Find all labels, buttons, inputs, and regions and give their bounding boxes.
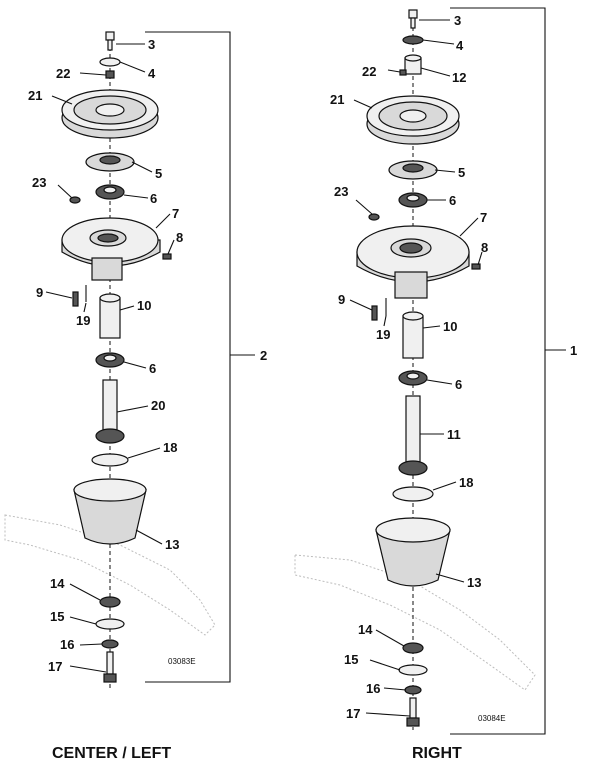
right-callout-10: 10: [443, 319, 457, 334]
right-callout-15: 15: [344, 652, 358, 667]
right-callout-4: 4: [456, 38, 464, 53]
right-part-11-shaft: [398, 395, 428, 476]
right-drawing-code: 03084E: [478, 714, 506, 723]
right-part-8: [471, 263, 481, 270]
left-blade-outline: [4, 514, 216, 636]
left-callout-18: 18: [163, 440, 177, 455]
right-callout-17: 17: [346, 706, 360, 721]
left-callout-3: 3: [148, 37, 155, 52]
right-callout-21: 21: [330, 92, 344, 107]
left-drawing-code: 03083E: [168, 657, 196, 666]
left-callout-13: 13: [165, 537, 179, 552]
left-callout-19: 19: [76, 313, 90, 328]
left-callout-14: 14: [50, 576, 65, 591]
left-callout-10: 10: [137, 298, 151, 313]
left-part-8: [162, 253, 172, 260]
left-callout-4: 4: [148, 66, 156, 81]
left-assembly-number: 2: [260, 348, 267, 363]
right-part-22: [399, 69, 407, 76]
right-assembly: 3 4 22 12 21 5 23 6 7 8 9 19 10 6 11 18 …: [330, 7, 577, 762]
right-part-5-hub: [388, 160, 438, 180]
left-title: CENTER / LEFT: [52, 745, 171, 762]
right-part-12: [404, 54, 422, 75]
left-part-6-bearing-lower: [95, 352, 125, 368]
left-part-16: [101, 639, 119, 649]
left-callout-7: 7: [172, 206, 179, 221]
left-callout-8: 8: [176, 230, 183, 245]
left-part-17-bolt: [103, 651, 117, 683]
left-part-5-hub: [85, 152, 135, 172]
right-assembly-number: 1: [570, 343, 577, 358]
left-part-3-bolt: [105, 31, 115, 51]
left-callout-23: 23: [32, 175, 46, 190]
right-callout-11: 11: [447, 427, 461, 442]
left-assembly: 3 4 22 21 5 23 6 7 8 9 19 10 6 20 18 13 …: [28, 31, 267, 762]
right-callout-3: 3: [454, 13, 461, 28]
left-callout-6: 6: [150, 191, 157, 206]
left-part-4-washer: [99, 57, 121, 67]
left-callout-5: 5: [155, 166, 162, 181]
left-callout-16: 16: [60, 637, 74, 652]
right-part-9: [371, 305, 378, 321]
right-part-7-housing: [356, 225, 470, 299]
right-callout-8: 8: [481, 240, 488, 255]
left-callout-21: 21: [28, 88, 42, 103]
left-assembly-bracket: [145, 31, 231, 683]
left-callout-9: 9: [36, 285, 43, 300]
right-callout-6-lower: 6: [455, 377, 462, 392]
left-callout-6-lower: 6: [149, 361, 156, 376]
right-part-17-bolt: [406, 697, 420, 727]
right-part-21-pulley: [366, 95, 460, 145]
right-part-16: [404, 685, 422, 695]
right-part-10-spacer: [402, 311, 424, 359]
right-callout-6: 6: [449, 193, 456, 208]
right-callout-12: 12: [452, 70, 466, 85]
left-part-6-bearing-upper: [95, 184, 125, 200]
right-part-15: [398, 664, 428, 676]
right-part-23: [368, 213, 380, 221]
left-part-13-cup: [73, 478, 147, 545]
left-part-21-pulley: [61, 89, 159, 139]
right-title: RIGHT: [412, 745, 462, 762]
right-assembly-bracket: [450, 7, 546, 735]
left-part-9: [72, 291, 79, 307]
left-part-23: [69, 196, 81, 204]
right-callout-9: 9: [338, 292, 345, 307]
right-callout-5: 5: [458, 165, 465, 180]
left-part-22: [105, 70, 115, 79]
left-part-7-housing: [61, 217, 161, 281]
right-callout-19: 19: [376, 327, 390, 342]
left-callout-17: 17: [48, 659, 62, 674]
left-part-14: [99, 596, 121, 608]
right-part-18-washer: [392, 486, 434, 502]
right-part-3-bolt: [408, 9, 418, 29]
right-part-4-washer: [402, 35, 424, 45]
right-callout-7: 7: [480, 210, 487, 225]
right-callout-22: 22: [362, 64, 376, 79]
right-part-13-cup: [375, 517, 451, 587]
left-callout-20: 20: [151, 398, 165, 413]
left-part-20-shaft: [95, 379, 125, 444]
left-callout-15: 15: [50, 609, 64, 624]
left-part-15: [95, 618, 125, 630]
right-part-6-bearing-lower: [398, 370, 428, 386]
right-part-14: [402, 642, 424, 654]
right-callout-16: 16: [366, 681, 380, 696]
left-part-18-washer: [91, 453, 129, 467]
right-callout-14: 14: [358, 622, 373, 637]
right-blade-outline: [294, 554, 536, 691]
right-callout-13: 13: [467, 575, 481, 590]
left-part-10-spacer: [99, 293, 121, 339]
right-callout-18: 18: [459, 475, 473, 490]
right-callout-23: 23: [334, 184, 348, 199]
left-callout-22: 22: [56, 66, 70, 81]
right-part-6-bearing-upper: [398, 192, 428, 208]
